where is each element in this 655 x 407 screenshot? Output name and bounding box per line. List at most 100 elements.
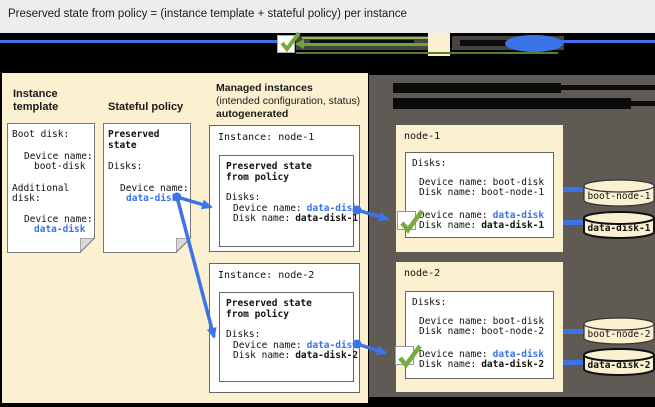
- connector-data-disk2: [563, 360, 584, 365]
- device-name-label: Device name:: [419, 315, 488, 327]
- data-disk-line: Disk name:data-disk-1: [412, 220, 547, 232]
- legend-blue-line-right: [558, 40, 655, 43]
- boot-device-line: Device name: boot-disk: [412, 176, 547, 189]
- device-name-value: data-disk: [306, 202, 359, 214]
- device-name-label: Device name:: [419, 176, 488, 188]
- connector-boot-node2: [563, 329, 584, 334]
- device-name-value: data-disk: [306, 339, 359, 351]
- check-icon: [400, 209, 424, 234]
- preserved-state-line2: from policy: [226, 308, 289, 320]
- preserved-state-line2: from policy: [226, 171, 289, 183]
- panel-heading-bar-2: [393, 98, 631, 109]
- vm-node1-disks-box: Disks: Device name:boot-disk Disk name:b…: [405, 152, 554, 238]
- device-name-value: boot-disk: [492, 176, 545, 188]
- node2-applied-checkbox: [395, 344, 422, 369]
- disk-name-line: Disk name: data-disk-2: [226, 350, 358, 362]
- disk-name-label: Disk name:: [233, 350, 291, 361]
- preserved-state-label: Preserved state: [108, 129, 160, 151]
- stateful-policy-doc: Preserved state Disks: Device name: data…: [103, 123, 191, 253]
- disk-name-label: Disk name:: [419, 220, 477, 231]
- title-bar: Preserved state from policy = (instance …: [0, 0, 655, 33]
- disk-cylinder-boot-node-2: boot-node-2: [583, 317, 655, 345]
- legend-green-arrow-icon: [295, 39, 304, 49]
- disk-name-value: data-disk-2: [481, 359, 545, 370]
- disk-label: data-disk-2: [587, 360, 651, 371]
- spacer: [108, 173, 186, 184]
- managed-instances-subheading: (intended configuration, status): [216, 95, 361, 107]
- device-name-label: Device name:: [419, 348, 488, 360]
- panel-heading-bar-2-tail: [631, 101, 655, 106]
- device-name-line: Device name: data-disk: [226, 339, 358, 352]
- disk-name-line: Disk name:data-disk-1: [226, 213, 358, 225]
- managed-instances-heading: Managed instances: [216, 82, 313, 94]
- legend-blue-line-left: [0, 40, 277, 43]
- policy-device-name-label: Device name:: [120, 182, 189, 194]
- disk-name-value: boot-node-2: [481, 326, 545, 337]
- cylinder-icon: [583, 211, 655, 239]
- node1-applied-checkbox: [397, 209, 424, 234]
- device-name-value: data-disk: [492, 209, 545, 221]
- check-icon: [280, 31, 301, 53]
- boot-disk-line: Disk name: boot-node-1: [412, 187, 547, 199]
- data-device-name-value: data-disk: [34, 224, 86, 235]
- disk-name-label: Disk name:: [419, 359, 477, 370]
- device-name-label: Device name:: [233, 202, 302, 214]
- instance-node1-title: Instance: node-1: [218, 132, 315, 143]
- preserved-state-node2-box: Preserved state from policy Disks: Devic…: [219, 292, 358, 382]
- preserved-state-line1: Preserved state: [226, 298, 312, 309]
- disk-label: boot-node-2: [587, 329, 651, 340]
- spacer: [12, 173, 90, 184]
- vm-node1-box: node-1 Disks: Device name:boot-disk Disk…: [396, 125, 563, 252]
- diagram-title: Preserved state from policy = (instance …: [8, 8, 407, 20]
- panel-heading-bar-1: [393, 83, 561, 93]
- disk-name-value: data-disk-1: [295, 213, 359, 224]
- disk-cylinder-boot-node-1: boot-node-1: [583, 179, 655, 207]
- cylinder-icon: [583, 179, 655, 207]
- disk-label: data-disk-1: [587, 223, 651, 234]
- disk-cylinder-data-disk-1: data-disk-1: [583, 211, 655, 239]
- data-device-name-label: Device name:: [24, 213, 93, 225]
- vm-node2-title: node-2: [404, 268, 441, 279]
- vm-node2-box: node-2 Disks: Device name:boot-disk Disk…: [396, 262, 563, 392]
- instance-node2-title: Instance: node-2: [218, 270, 315, 281]
- data-device-line: Device name:data-disk: [412, 348, 547, 361]
- boot-device-name-label: Device name:: [24, 150, 93, 162]
- boot-device-name-value: boot-disk: [34, 161, 86, 172]
- legend-green-line-top: [302, 37, 428, 39]
- check-icon: [398, 344, 422, 369]
- legend-green-arrow-shaft: [304, 43, 428, 46]
- disk-label: boot-node-1: [587, 191, 651, 202]
- connector-data-disk1: [563, 220, 584, 225]
- boot-disk-line: Disk name: boot-node-2: [412, 326, 547, 338]
- managed-instance-node1-box: Instance: node-1 Preserved state from po…: [209, 125, 360, 252]
- boot-device-line: Device name: boot-disk: [412, 315, 547, 328]
- legend-cream-box: [428, 33, 450, 56]
- disks-label: Disks:: [108, 161, 143, 172]
- vm-node2-disks-box: Disks: Device name:boot-disk Disk name:b…: [405, 291, 554, 379]
- vm-node1-title: node-1: [404, 131, 441, 142]
- panel-heading-bar-1-tail: [561, 85, 655, 90]
- disk-name-label: Disk name:: [419, 187, 477, 198]
- data-device-line: Device name:data-disk: [412, 209, 547, 222]
- policy-device-name-value: data-disk: [126, 193, 178, 204]
- spacer: [12, 141, 90, 152]
- disks-label: Disks:: [226, 329, 261, 340]
- autogenerated-heading: autogenerated: [216, 108, 289, 120]
- boot-disk-label: Boot disk:: [12, 129, 70, 140]
- legend-checkbox: [277, 31, 301, 53]
- data-disk-line: Disk name: data-disk-2: [412, 359, 547, 371]
- device-name-label: Device name:: [233, 339, 302, 351]
- connector-boot-node1: [563, 187, 584, 192]
- device-name-value: boot-disk: [492, 315, 545, 327]
- disk-name-value: boot-node-1: [481, 187, 545, 198]
- legend-squeezed-text-blob: [460, 40, 520, 46]
- folded-corner-icon: [176, 238, 191, 253]
- disk-name-value: data-disk-2: [295, 350, 359, 361]
- cylinder-icon: [583, 317, 655, 345]
- disk-name-label: Disk name:: [419, 326, 477, 337]
- legend-green-underline: [296, 52, 558, 54]
- managed-instance-node2-box: Instance: node-2 Preserved state from po…: [209, 263, 360, 393]
- stateful-policy-heading: Stateful policy: [108, 101, 184, 113]
- spacer: [12, 205, 90, 215]
